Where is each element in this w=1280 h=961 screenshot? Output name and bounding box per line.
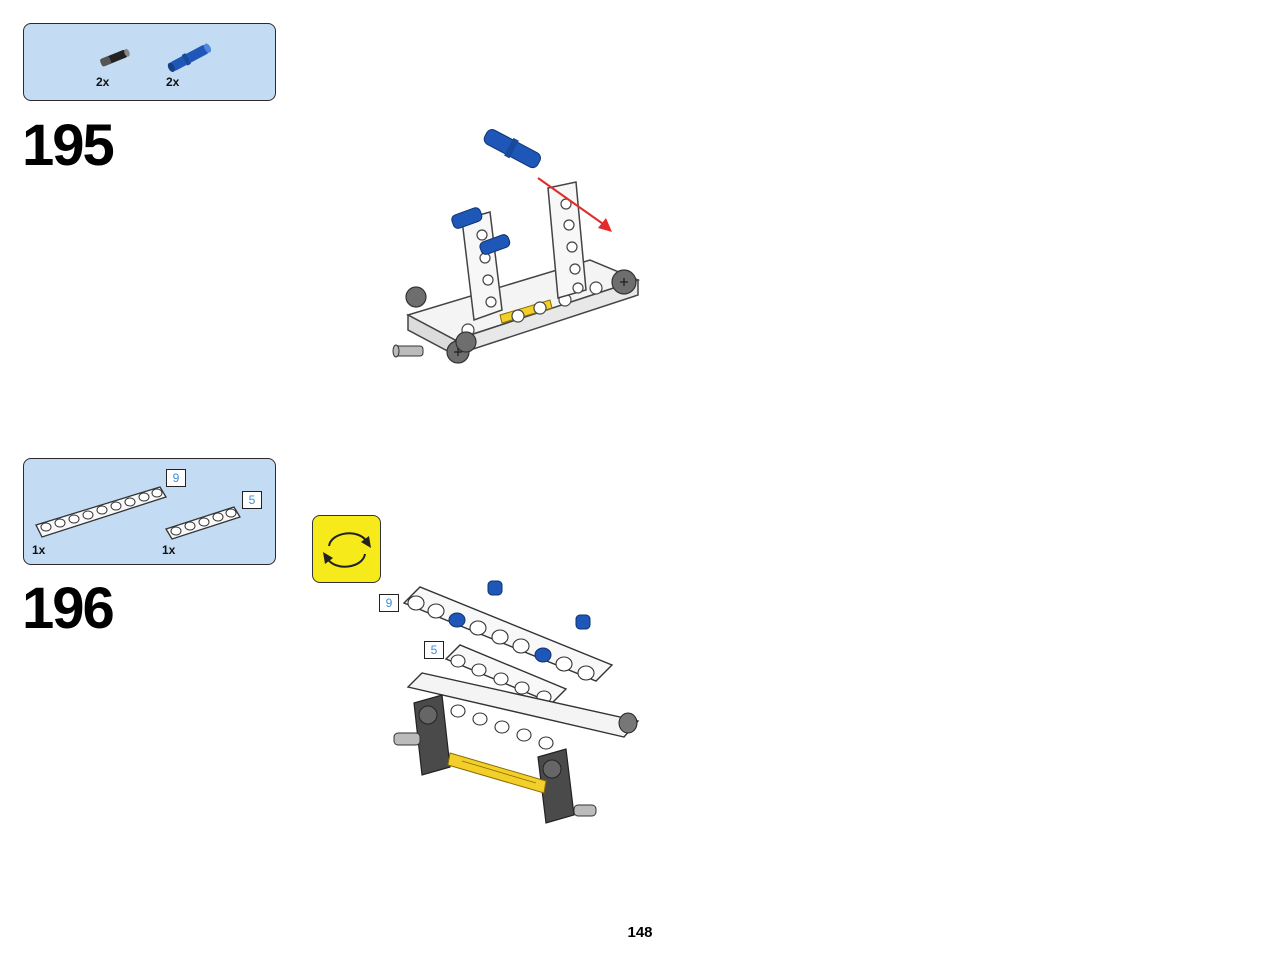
white-beam-5-icon bbox=[165, 506, 241, 540]
assembly-illustration-step-196 bbox=[393, 580, 640, 824]
callout-beam-9: 9 bbox=[379, 594, 399, 612]
assembly-illustration-step-195 bbox=[392, 129, 641, 364]
part-qty: 1x bbox=[32, 543, 46, 557]
callout-beam-5: 5 bbox=[424, 641, 444, 659]
parts-list-step-195: 2x 2x bbox=[23, 23, 276, 101]
rotate-model-icon bbox=[312, 515, 381, 583]
parts-list-step-196: 9 1x 5 1x bbox=[23, 458, 276, 565]
beam-length-badge: 9 bbox=[166, 469, 186, 487]
part-qty: 1x bbox=[162, 543, 176, 557]
black-axle-pin-icon bbox=[100, 48, 130, 67]
part-qty: 2x bbox=[96, 75, 110, 89]
part-qty: 2x bbox=[166, 75, 180, 89]
step-number: 196 bbox=[22, 576, 115, 641]
beam-length-badge: 5 bbox=[242, 491, 262, 509]
blue-axle-pin-icon bbox=[167, 43, 212, 73]
page-number: 148 bbox=[627, 924, 653, 941]
white-beam-9-icon bbox=[35, 486, 167, 538]
step-number: 195 bbox=[22, 113, 115, 178]
